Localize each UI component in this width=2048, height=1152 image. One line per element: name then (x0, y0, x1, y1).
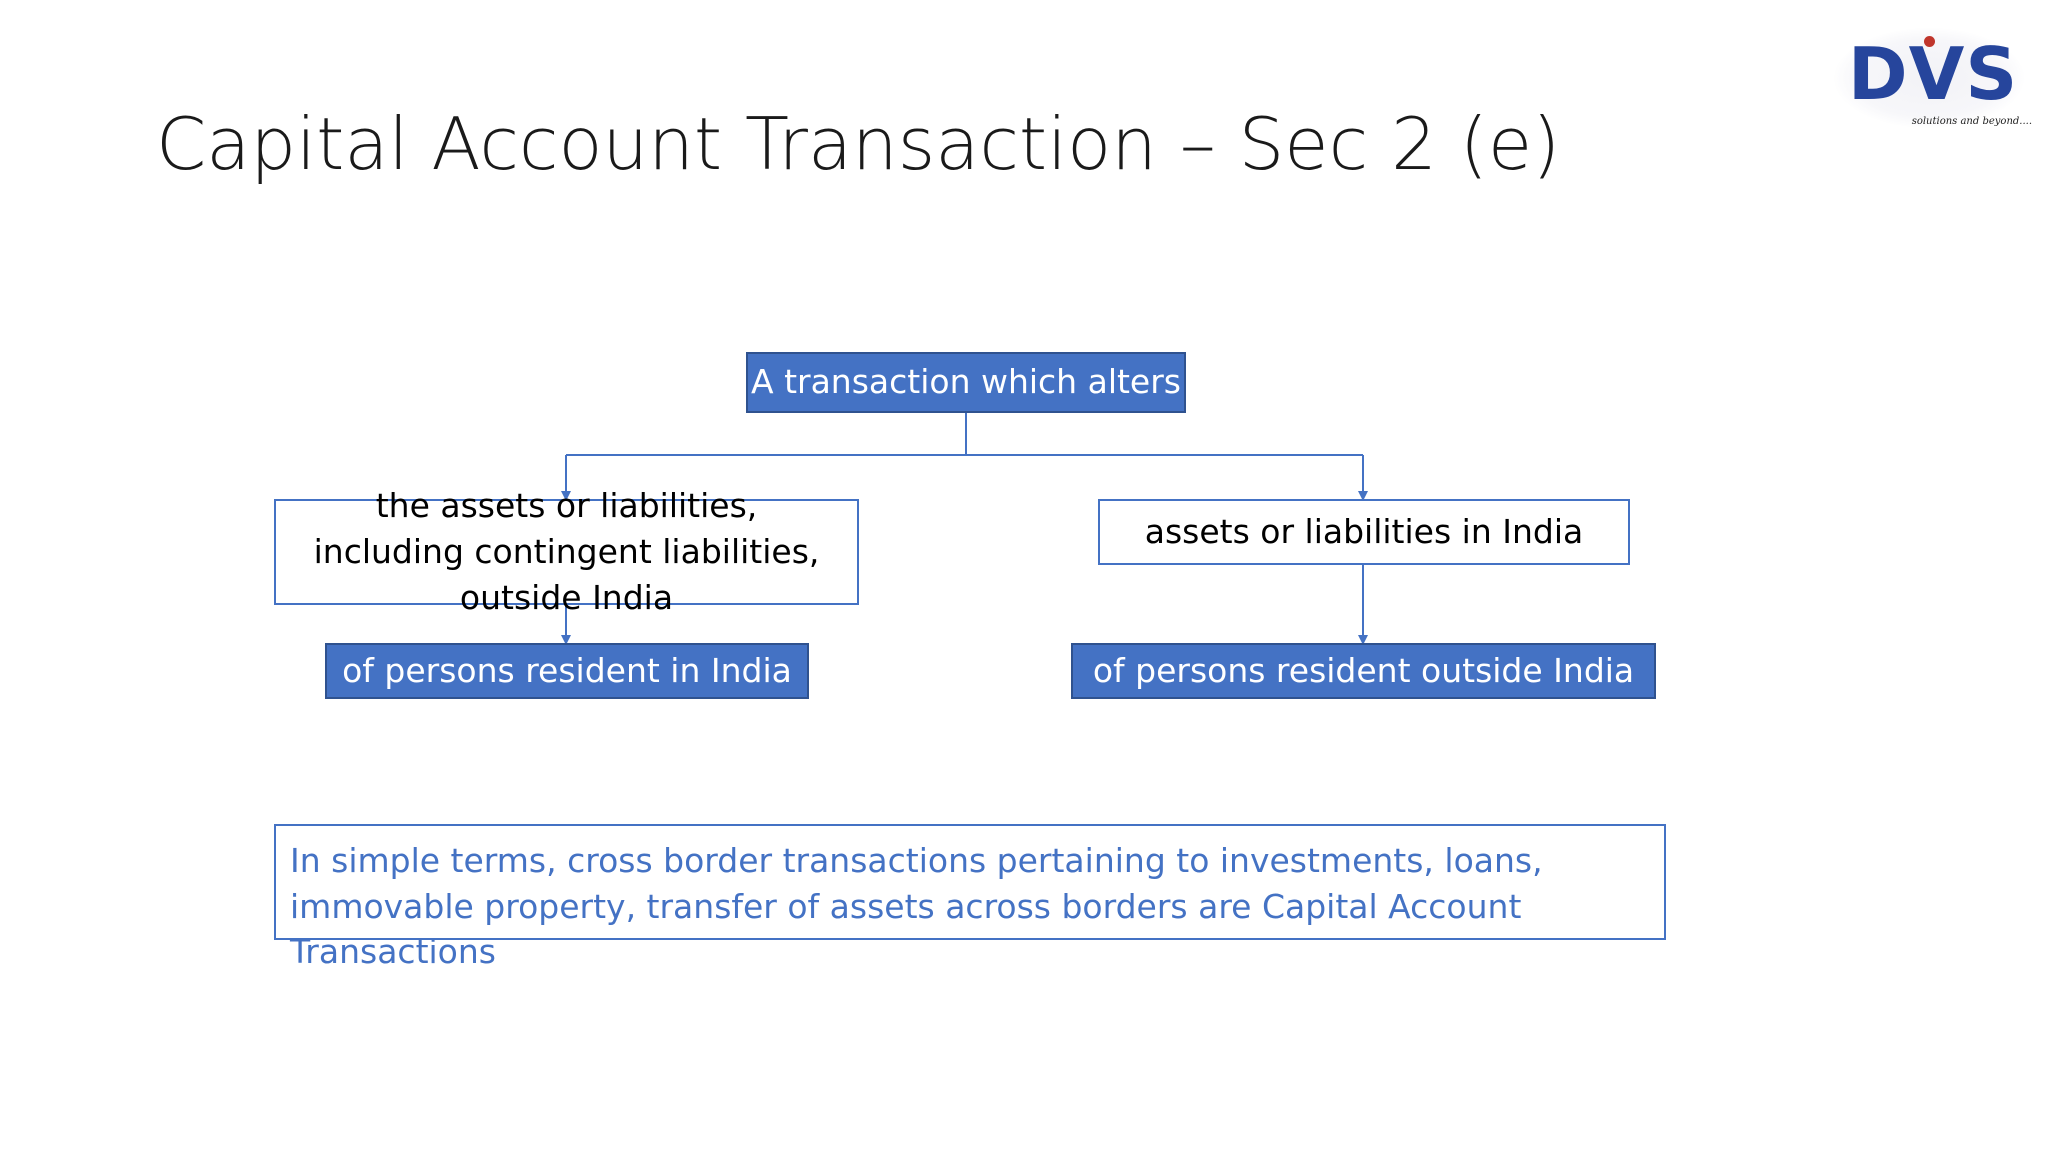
root-box-label: A transaction which alters (751, 362, 1181, 402)
right-leaf-label: of persons resident outside India (1092, 650, 1635, 690)
logo-wordmark: DVS (1847, 32, 2019, 116)
right-branch-label: assets or liabilities in India (1144, 511, 1584, 551)
dvs-logo: DVS solutions and beyond.... (1826, 26, 2036, 134)
left-branch-label: the assets or liabilities, including con… (313, 485, 820, 618)
summary-note: In simple terms, cross border transactio… (274, 824, 1666, 971)
left-leaf-label: of persons resident in India (342, 650, 792, 690)
logo-tagline: solutions and beyond.... (1911, 116, 2032, 127)
slide-title: Capital Account Transaction – Sec 2 (e) (156, 102, 1561, 186)
right-branch-box: assets or liabilities in India (1098, 499, 1630, 565)
logo-dot (1924, 36, 1935, 47)
left-branch-box: the assets or liabilities, including con… (274, 486, 859, 617)
summary-note-text: In simple terms, cross border transactio… (290, 841, 1543, 972)
root-box: A transaction which alters (746, 352, 1186, 413)
right-leaf-box: of persons resident outside India (1071, 643, 1656, 699)
left-leaf-box: of persons resident in India (325, 643, 809, 699)
